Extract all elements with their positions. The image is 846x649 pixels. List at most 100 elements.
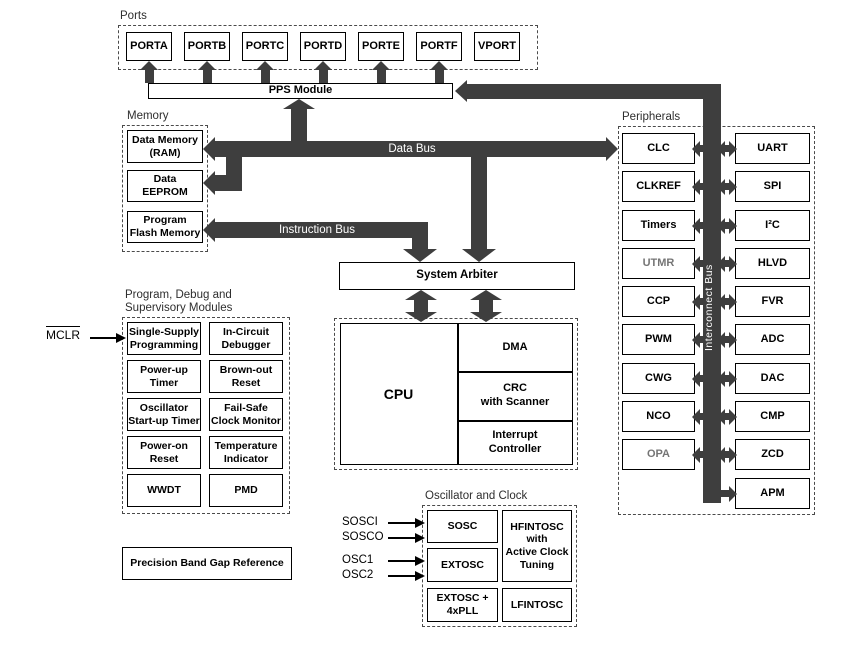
arbiter-riser-instr-bar	[412, 238, 428, 250]
port-box-portb: PORTB	[184, 32, 230, 61]
interconnect-bus-label: Interconnect Bus	[703, 264, 715, 352]
uart-box: UART	[735, 133, 810, 164]
sosco-pin-label: SOSCO	[342, 531, 384, 543]
port-box-portf: PORTF	[416, 32, 462, 61]
fvr-bus-arrow	[717, 293, 737, 310]
pps-feed-bar	[465, 84, 721, 99]
pps-riser-bar	[291, 108, 307, 142]
dac-bus-arrow	[717, 370, 737, 387]
arbiter-cpu-arrow-right	[470, 290, 502, 322]
sosco-arrow-shaft	[388, 537, 416, 539]
porte-pps-arrow	[372, 61, 391, 83]
instrbus-bar	[214, 222, 428, 238]
adc-box: ADC	[735, 324, 810, 355]
eeprom-arrowhead-icon	[203, 171, 215, 195]
databus-label: Data Bus	[388, 143, 436, 155]
porta-pps-arrow	[140, 61, 159, 83]
zcd-bus-arrow	[717, 446, 737, 463]
osc2-arrow-shaft	[388, 575, 416, 577]
cmp-bus-arrow	[717, 408, 737, 425]
sosci-pin-label: SOSCI	[342, 516, 378, 528]
memory-group-label: Memory	[127, 110, 169, 122]
port-box-porta: PORTA	[126, 32, 172, 61]
utmr-bus-arrow	[692, 255, 712, 272]
cpu-divider-dma-crc	[457, 371, 573, 373]
system-arbiter-box: System Arbiter	[339, 262, 575, 290]
arbiter-riser-data-bar	[471, 157, 487, 249]
arbiter-riser-data-arrowhead-icon	[462, 249, 496, 262]
lfintosc-box: LFINTOSC	[502, 588, 572, 622]
dac-box: DAC	[735, 363, 810, 394]
cpu-vertical-divider	[457, 323, 459, 465]
clc-bus-arrow	[692, 140, 712, 157]
cpu-label: CPU	[383, 386, 414, 402]
timers-bus-arrow	[692, 217, 712, 234]
apm-bus-arrow	[710, 485, 737, 502]
arbiter-cpu-arrow-left	[405, 290, 437, 322]
osc2-pin-label: OSC2	[342, 569, 374, 581]
utmr-box: UTMR	[622, 248, 695, 279]
portf-pps-arrow	[430, 61, 449, 83]
databus-right-arrowhead-icon	[606, 137, 618, 161]
fvr-box: FVR	[735, 286, 810, 317]
osc-group-outline	[422, 505, 577, 627]
instrbus-left-arrowhead-icon	[203, 218, 215, 242]
osc1-pin-label: OSC1	[342, 554, 374, 566]
nco-bus-arrow	[692, 408, 712, 425]
sosci-arrow-shaft	[388, 522, 416, 524]
bandgap-box: Precision Band Gap Reference	[122, 547, 292, 580]
ccp-bus-arrow	[692, 293, 712, 310]
sosco-arrowhead-icon	[415, 532, 425, 543]
i2c-box: I²C	[735, 210, 810, 241]
eeprom-elbow-horizontal	[213, 175, 242, 191]
pps-module-bar: PPS Module	[148, 83, 453, 99]
debug-group-outline	[122, 317, 290, 514]
port-box-vport: VPORT	[474, 32, 520, 61]
extosc-box: EXTOSC	[427, 548, 498, 582]
hlvd-box: HLVD	[735, 248, 810, 279]
cwg-box: CWG	[622, 363, 695, 394]
pmd-box: PMD	[209, 474, 283, 507]
portb-pps-arrow	[198, 61, 217, 83]
osc2-arrowhead-icon	[415, 570, 425, 581]
cpu-outer-box	[340, 323, 573, 465]
ports-group-label: Ports	[120, 10, 147, 22]
databus-left-arrowhead-icon	[203, 137, 215, 161]
port-box-portc: PORTC	[242, 32, 288, 61]
ram-box: Data Memory(RAM)	[127, 130, 203, 163]
osc1-arrowhead-icon	[415, 555, 425, 566]
spi-box: SPI	[735, 171, 810, 202]
ccp-box: CCP	[622, 286, 695, 317]
mclr-label: MCLR	[46, 326, 81, 342]
apm-box: APM	[735, 478, 810, 509]
wwdt-box: WWDT	[127, 474, 201, 507]
port-box-porte: PORTE	[358, 32, 404, 61]
adc-bus-arrow	[717, 331, 737, 348]
hlvd-bus-arrow	[717, 255, 737, 272]
uart-bus-arrow	[717, 140, 737, 157]
peripherals-group-label: Peripherals	[622, 111, 681, 123]
nco-box: NCO	[622, 401, 695, 432]
portc-pps-arrow	[256, 61, 275, 83]
spi-bus-arrow	[717, 178, 737, 195]
pps-riser-arrowhead-icon	[283, 99, 315, 109]
cmp-box: CMP	[735, 401, 810, 432]
cpu-group-outline	[334, 318, 578, 470]
arbiter-riser-instr-arrowhead-icon	[403, 249, 437, 262]
clkref-bus-arrow	[692, 178, 712, 195]
cpu-divider-crc-int	[457, 420, 573, 422]
osc-group-label: Oscillator and Clock	[425, 490, 528, 502]
zcd-box: ZCD	[735, 439, 810, 470]
mclr-arrowhead-icon	[116, 332, 126, 343]
cwg-bus-arrow	[692, 370, 712, 387]
